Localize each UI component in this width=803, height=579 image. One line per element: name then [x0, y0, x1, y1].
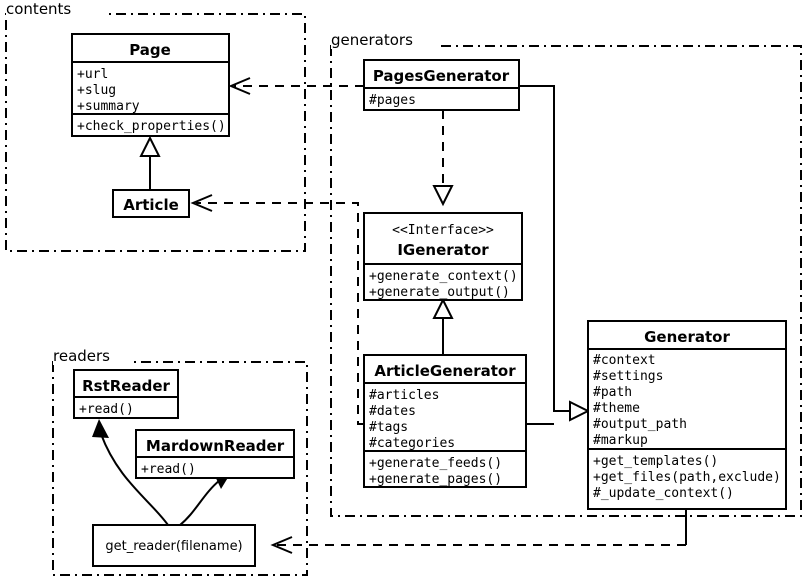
class-article-box[interactable] — [112, 189, 190, 218]
class-page-attribute: +url — [77, 67, 108, 82]
edge-getreader-returns-mardownreader — [179, 479, 221, 526]
class-pagesgenerator[interactable]: PagesGenerator #pages — [363, 59, 520, 111]
function-get-reader-box[interactable] — [92, 524, 256, 567]
class-pagesgenerator-attribute: #pages — [369, 93, 416, 108]
class-generator-attribute: #context — [593, 353, 656, 368]
class-page[interactable]: Page +url +slug +summary +check_properti… — [71, 33, 230, 137]
class-article[interactable]: Article — [112, 189, 190, 218]
class-generator-name: Generator — [644, 328, 730, 346]
class-generator-attribute: #theme — [593, 401, 640, 416]
class-page-method: +check_properties() — [77, 119, 226, 134]
arrowhead-getreader-rstreader — [92, 419, 109, 438]
class-generator-attribute: #markup — [593, 433, 648, 448]
class-mardownreader[interactable]: MardownReader +read() — [135, 429, 295, 479]
class-igenerator-box[interactable] — [363, 212, 523, 301]
arrowhead-generalization-igenerator — [432, 297, 454, 319]
class-generator-method: +get_templates() — [593, 454, 718, 469]
class-generator-attribute: #settings — [593, 369, 663, 384]
class-rstreader-method: +read() — [79, 402, 134, 417]
package-generators-label: generators — [331, 31, 413, 49]
package-readers-border — [52, 361, 308, 576]
arrowhead-realization-igenerator — [432, 185, 454, 207]
class-rstreader-name: RstReader — [82, 377, 170, 395]
class-rstreader[interactable]: RstReader +read() — [73, 369, 179, 419]
package-contents-label: contents — [6, 0, 71, 18]
package-contents: contents — [5, 0, 306, 252]
class-articlegenerator-box[interactable] — [363, 354, 527, 488]
class-mardownreader-box[interactable] — [135, 429, 295, 479]
class-articlegenerator-attribute: #categories — [369, 436, 455, 451]
arrowhead-dependency-article — [190, 194, 213, 212]
class-page-box[interactable] — [71, 33, 230, 137]
package-contents-label-bg — [6, 4, 104, 18]
class-article-name: Article — [123, 196, 179, 214]
class-igenerator-stereotype: <<Interface>> — [392, 223, 494, 238]
class-articlegenerator-method: +generate_pages() — [369, 472, 502, 487]
class-pagesgenerator-box[interactable] — [363, 59, 520, 111]
class-igenerator-method: +generate_output() — [369, 285, 510, 300]
package-generators: generators — [330, 31, 802, 517]
class-generator-attribute: #output_path — [593, 417, 687, 432]
edge-articlegenerator-depends-article — [196, 202, 364, 425]
edge-getreader-returns-rstreader — [100, 433, 169, 526]
class-generator-method: +get_files(path,exclude) — [593, 470, 781, 485]
arrowhead-generalization-generator — [569, 400, 591, 422]
package-generators-border — [330, 45, 802, 517]
class-generator-method: #_update_context() — [593, 486, 734, 501]
class-articlegenerator[interactable]: ArticleGenerator #articles #dates #tags … — [363, 354, 527, 488]
package-generators-label-bg — [331, 35, 437, 49]
class-igenerator-name: IGenerator — [397, 241, 489, 259]
function-get-reader[interactable]: get_reader(filename) — [92, 524, 256, 567]
class-articlegenerator-attribute: #tags — [369, 420, 408, 435]
class-articlegenerator-attribute: #articles — [369, 388, 439, 403]
class-rstreader-box[interactable] — [73, 369, 179, 419]
edge-pagesgenerator-to-generator — [519, 85, 570, 412]
class-articlegenerator-method: +generate_feeds() — [369, 456, 502, 471]
class-page-name: Page — [129, 41, 171, 59]
class-articlegenerator-name: ArticleGenerator — [374, 362, 516, 380]
class-igenerator[interactable]: <<Interface>> IGenerator +generate_conte… — [363, 212, 523, 301]
package-readers: readers — [52, 347, 308, 576]
package-readers-label-bg — [53, 351, 133, 365]
function-get-reader-label: get_reader(filename) — [105, 539, 242, 554]
arrowhead-generalization-page — [139, 135, 161, 157]
class-generator[interactable]: Generator #context #settings #path #them… — [587, 320, 787, 510]
class-igenerator-method: +generate_context() — [369, 269, 518, 284]
class-page-attribute: +slug — [77, 83, 116, 98]
package-readers-label: readers — [53, 347, 110, 365]
package-contents-border — [5, 13, 306, 252]
class-mardownreader-method: +read() — [141, 462, 196, 477]
class-generator-attribute: #path — [593, 385, 632, 400]
class-generator-box[interactable] — [587, 320, 787, 510]
arrowhead-dependency-getreader — [270, 536, 293, 554]
arrowhead-dependency-page — [228, 77, 251, 95]
class-pagesgenerator-name: PagesGenerator — [373, 67, 510, 85]
class-page-attribute: +summary — [77, 99, 140, 114]
class-mardownreader-name: MardownReader — [146, 437, 285, 455]
class-articlegenerator-attribute: #dates — [369, 404, 416, 419]
